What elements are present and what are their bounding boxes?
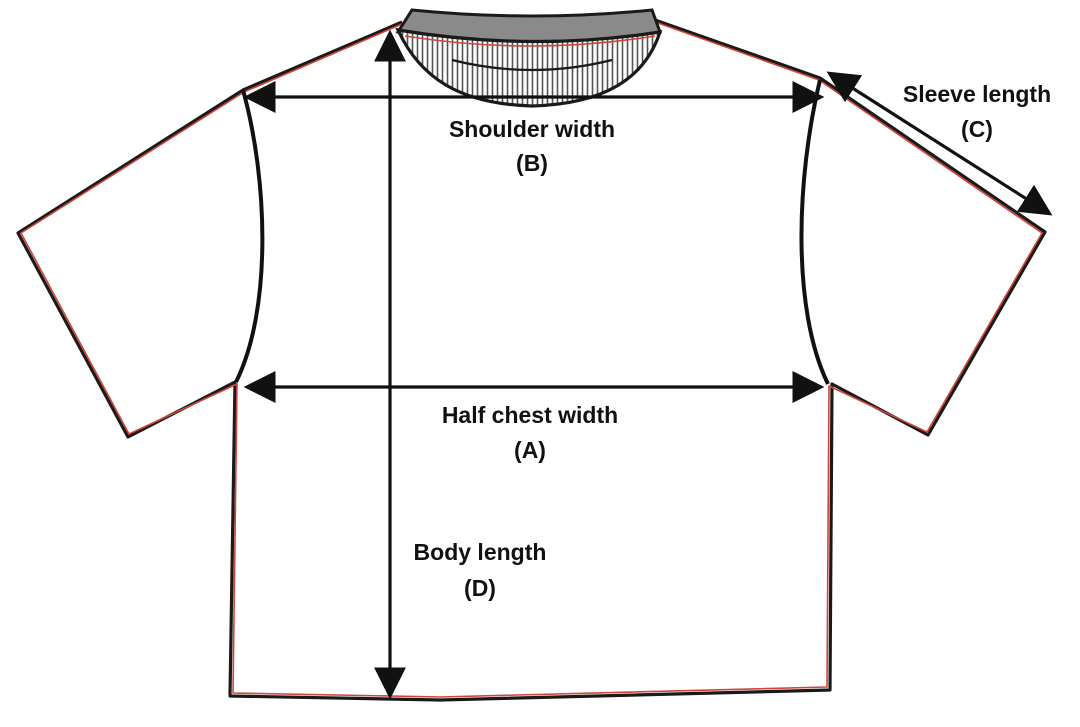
half-chest-width-code: (A) bbox=[514, 437, 546, 463]
sleeve-length-label: Sleeve length bbox=[903, 81, 1051, 107]
garment-seam-line bbox=[20, 21, 1043, 698]
sleeve-length-arrow bbox=[826, 71, 1053, 216]
shoulder-width-code: (B) bbox=[516, 150, 548, 176]
shoulder-width-label: Shoulder width bbox=[449, 116, 615, 142]
collar-seam-line bbox=[404, 35, 656, 47]
body-length-code: (D) bbox=[464, 575, 496, 601]
garment-outline bbox=[16, 18, 1047, 702]
right-armhole-seam bbox=[799, 79, 830, 385]
left-armhole-seam bbox=[234, 89, 265, 383]
collar-inner-edge bbox=[451, 58, 613, 72]
half-chest-width-label: Half chest width bbox=[442, 402, 618, 428]
sleeve-length-code: (C) bbox=[961, 116, 993, 142]
body-length-label: Body length bbox=[414, 539, 547, 565]
garment-body-outline bbox=[16, 18, 1047, 702]
